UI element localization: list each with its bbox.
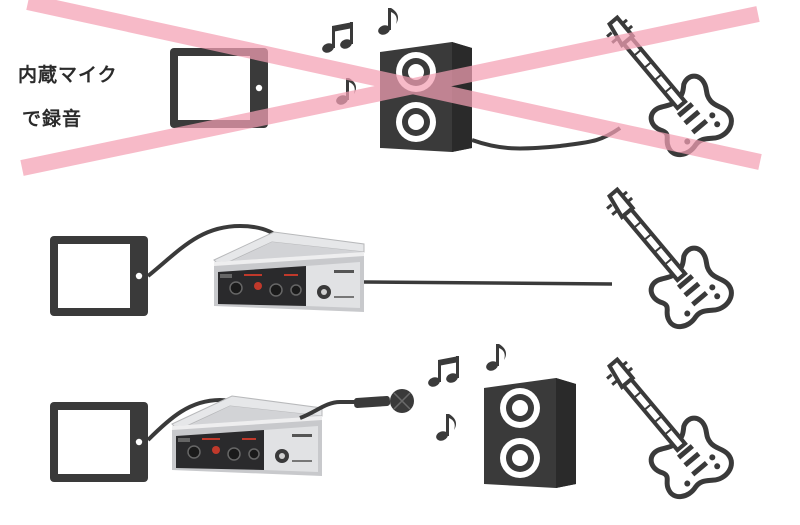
guitar-cable [363,280,613,286]
tablet-icon [50,402,148,482]
guitar-icon [583,344,738,510]
label-line-2: で録音 [22,108,83,130]
scene-mic-amp [50,344,738,510]
speaker-icon [484,378,576,488]
guitar-cable [471,126,622,151]
mic-cable [299,400,356,420]
audio-interface [171,395,323,477]
microphone-icon [353,389,414,413]
tablet-icon [50,236,148,316]
scene-built-in-mic [170,2,738,168]
guitar-icon [583,174,738,340]
label-line-1: 内蔵マイク [18,64,118,86]
cross-out-mark [20,0,762,176]
audio-interface [213,231,365,313]
scene-line-in [50,174,738,340]
